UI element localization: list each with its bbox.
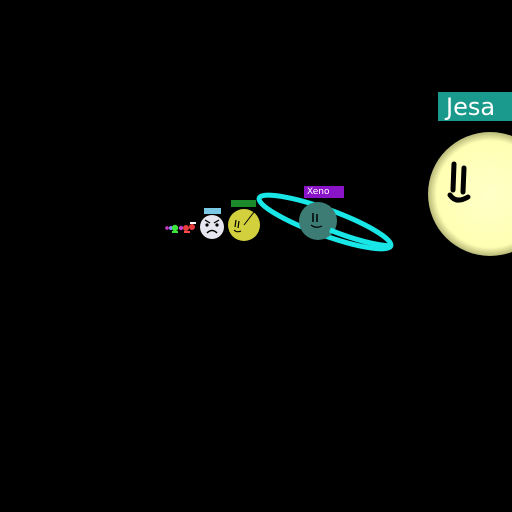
sun-name-text: Jesa	[446, 92, 496, 121]
xeno-name-label: Xeno	[304, 186, 344, 198]
yellow-planet-icon[interactable]	[228, 209, 260, 241]
sun-name-label: Jesa	[438, 92, 512, 121]
xeno-name-text: Xeno	[307, 186, 330, 197]
yellow-planet-name-label	[231, 200, 256, 207]
white-planet-name-label	[204, 208, 221, 214]
small-planets-icon[interactable]	[165, 222, 196, 233]
white-planet-icon[interactable]	[200, 215, 224, 239]
sun-planet-icon[interactable]	[428, 132, 512, 256]
ringed-planet-icon[interactable]	[255, 186, 395, 258]
